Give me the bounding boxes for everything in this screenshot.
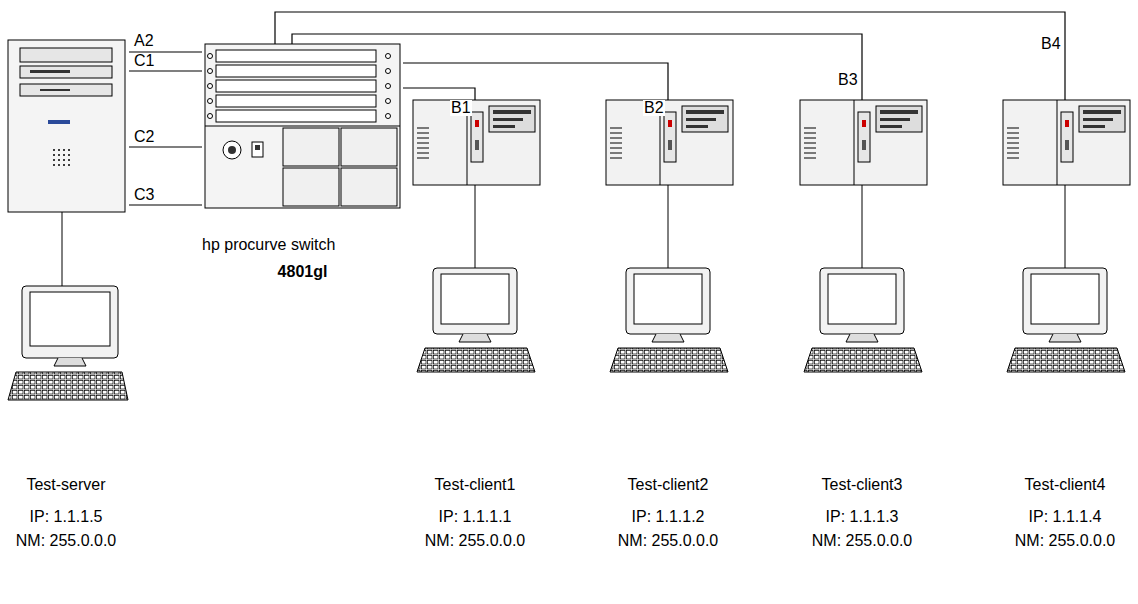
switch-figure bbox=[205, 44, 400, 208]
node-detail: 4801gl bbox=[202, 262, 403, 282]
text-stack: Test-client3IP: 1.1.1.3NM: 255.0.0.0 bbox=[794, 475, 930, 551]
text-stack: Test-client1IP: 1.1.1.1NM: 255.0.0.0 bbox=[407, 475, 543, 551]
node-detail: NM: 255.0.0.0 bbox=[997, 531, 1133, 551]
port-label: B4 bbox=[1040, 36, 1062, 52]
network-cable bbox=[129, 70, 202, 71]
client-pc-figure bbox=[606, 100, 733, 372]
port-label: C2 bbox=[133, 129, 155, 145]
network-cable bbox=[129, 146, 202, 147]
node-detail: IP: 1.1.1.3 bbox=[794, 507, 930, 527]
node-detail: IP: 1.1.1.5 bbox=[3, 507, 129, 527]
node-title: Test-server bbox=[3, 475, 129, 495]
text-stack: Test-client2IP: 1.1.1.2NM: 255.0.0.0 bbox=[600, 475, 736, 551]
network-cable bbox=[403, 63, 668, 100]
port-label: B1 bbox=[450, 100, 472, 116]
node-title: Test-client1 bbox=[407, 475, 543, 495]
node-detail: NM: 255.0.0.0 bbox=[794, 531, 930, 551]
network-cable bbox=[275, 12, 1065, 100]
node-detail: IP: 1.1.1.4 bbox=[997, 507, 1133, 527]
network-cable bbox=[129, 204, 202, 205]
client-pc: Test-client4IP: 1.1.1.4NM: 255.0.0.0 bbox=[997, 100, 1133, 552]
node-detail: IP: 1.1.1.2 bbox=[600, 507, 736, 527]
server-pc: Test-serverIP: 1.1.1.5NM: 255.0.0.0 bbox=[3, 40, 129, 552]
node-title: Test-client2 bbox=[600, 475, 736, 495]
node-detail: NM: 255.0.0.0 bbox=[600, 531, 736, 551]
port-label: C3 bbox=[133, 187, 155, 203]
client-pc: Test-client2IP: 1.1.1.2NM: 255.0.0.0 bbox=[600, 100, 736, 552]
network-switch: hp procurve switch 4801gl bbox=[202, 44, 403, 284]
node-title: Test-client4 bbox=[997, 475, 1133, 495]
text-stack: hp procurve switch 4801gl bbox=[202, 235, 403, 282]
node-detail: NM: 255.0.0.0 bbox=[3, 531, 129, 551]
node-detail: IP: 1.1.1.1 bbox=[407, 507, 543, 527]
node-title: Test-client3 bbox=[794, 475, 930, 495]
port-label: B2 bbox=[643, 100, 665, 116]
client-pc-figure bbox=[1003, 100, 1130, 372]
port-label: B3 bbox=[837, 72, 859, 88]
client-pc: Test-client1IP: 1.1.1.1NM: 255.0.0.0 bbox=[407, 100, 543, 552]
port-label: A2 bbox=[133, 33, 155, 49]
client-pc: Test-client3IP: 1.1.1.3NM: 255.0.0.0 bbox=[794, 100, 930, 552]
text-stack: Test-serverIP: 1.1.1.5NM: 255.0.0.0 bbox=[3, 475, 129, 551]
node-title: hp procurve switch bbox=[202, 235, 403, 255]
port-label: C1 bbox=[133, 53, 155, 69]
network-cable bbox=[403, 88, 475, 100]
node-detail: NM: 255.0.0.0 bbox=[407, 531, 543, 551]
client-pc-figure bbox=[800, 100, 927, 372]
text-stack: Test-client4IP: 1.1.1.4NM: 255.0.0.0 bbox=[997, 475, 1133, 551]
server-pc-figure bbox=[8, 40, 128, 400]
client-pc-figure bbox=[413, 100, 540, 372]
network-cable bbox=[292, 34, 862, 100]
